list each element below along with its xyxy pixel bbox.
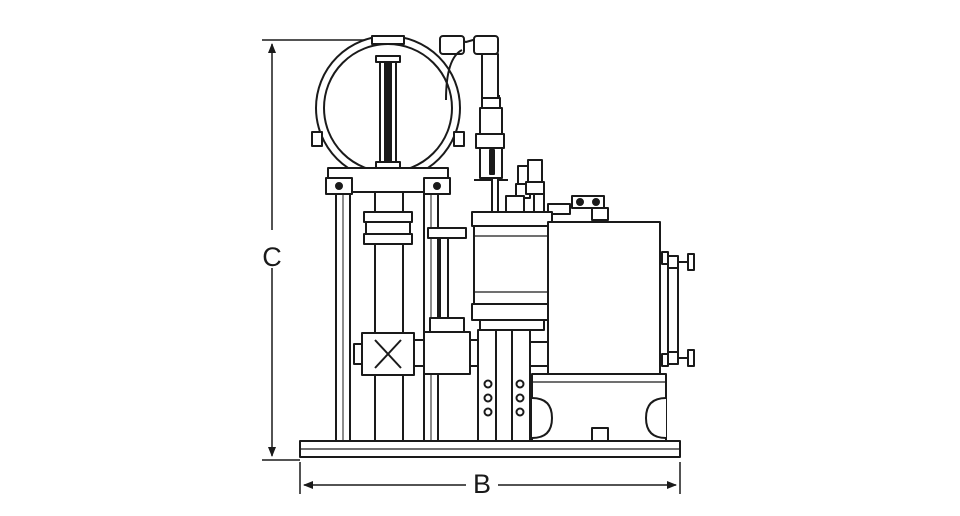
base-cutout-left [531,397,553,439]
gate-valve-handwheel [427,227,467,239]
receiver-tank [311,35,465,195]
gauge-glass [375,55,401,169]
base-cutout-right [645,397,667,439]
pump-motor [471,211,591,331]
height-dimension [262,39,372,461]
width-dimension [299,462,681,494]
valve-bonnet [475,133,505,149]
tank-side-lug-left [311,131,323,147]
tank-side-lug-right [453,131,465,147]
gate-valve-bonnet [429,317,465,333]
level-gauge-glass [667,267,679,357]
gate-valve-stem [439,237,449,319]
support-legs [335,187,439,442]
pipe-union-bottom [363,233,413,245]
motor-top-flange [471,211,553,227]
motor-mount [479,319,545,331]
level-gauge [660,251,695,367]
top-controls [505,159,609,221]
control-valve-stack [474,97,508,215]
pipe-union-top [363,211,413,223]
storage-tank-body [547,221,661,375]
base-skid [299,440,681,458]
valve-body-upper [479,107,503,135]
cross-fitting-plug [353,343,363,365]
motor-bottom-flange [471,303,553,321]
height-label: C [262,242,282,272]
vent-pipe-vertical [481,53,499,99]
width-label: B [473,469,491,499]
pipe-union-nut [365,221,411,235]
vent-piping [439,35,500,101]
pump-frame [477,329,546,442]
gate-valve-body [423,331,471,375]
riser-pipe [353,189,415,442]
tank-top-fitting [371,35,405,45]
valve-stem [491,177,499,215]
valve-cap [481,97,501,109]
vent-elbow-left [439,35,465,55]
storage-tank [531,221,695,442]
vent-elbow-right [473,35,499,55]
drain-plug [591,427,609,442]
